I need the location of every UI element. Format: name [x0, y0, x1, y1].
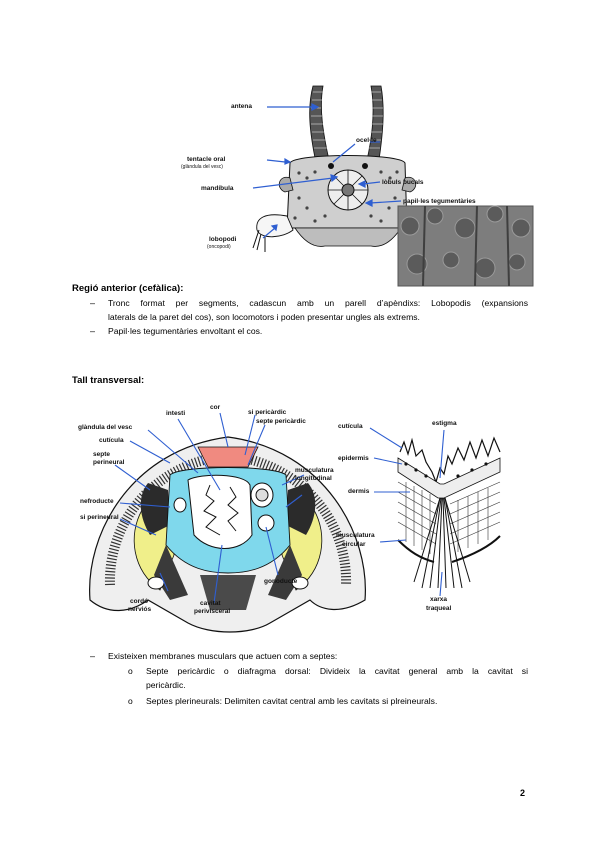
- bullet-tronc-line2: laterals de la paret del cos), son locom…: [108, 312, 420, 322]
- label-intesti: intesti: [166, 410, 186, 417]
- label-cor: cor: [210, 404, 221, 411]
- dash-3: –: [90, 651, 96, 661]
- text-septe-pericardic-line2: pericàrdic.: [146, 680, 186, 690]
- figure-cross-section: intesti cor si pericàrdic septe pericàrd…: [70, 395, 385, 645]
- text-existeixen: Existeixen membranes musculars que actue…: [108, 651, 338, 661]
- text-septe-pericardic-line1: Septe pericàrdic o diafragma dorsal: Div…: [146, 666, 528, 676]
- label-glandula-del-vesc: glàndula del vesc: [78, 424, 133, 431]
- dash-1: –: [90, 298, 96, 308]
- label-si-pericardic: si pericàrdic: [248, 409, 287, 416]
- label-lobopodi-sub: (oncopodi): [207, 244, 231, 250]
- label-septe-perineural-1: septe: [93, 451, 110, 458]
- label-epidermis: epidermis: [338, 455, 369, 462]
- figure-anterior-region: antena ocel·le tentacle oral (glàndula d…: [181, 78, 535, 288]
- heading-tall-transversal: Tall transversal:: [72, 375, 145, 386]
- label-cuticula: cutícula: [99, 437, 124, 444]
- bullet-tronc-line1: Tronc format per segments, cadascun amb …: [108, 298, 528, 308]
- label-nefroducte: nefroducte: [80, 498, 114, 505]
- label-si-perineural: si perineural: [80, 514, 119, 521]
- bullet-papil-les: Papil·les tegumentàries envoltant el cos…: [108, 326, 263, 336]
- bullet-o-1: o: [128, 666, 133, 676]
- label-lobuls-bucals: lòbuls bucals: [382, 179, 424, 186]
- figure-stigma-cuticle: cutícula estigma epidermis dermis muscul…: [336, 412, 530, 642]
- label-cordo-2: nerviós: [128, 606, 152, 613]
- label-tentacle-oral: tentacle oral: [187, 156, 226, 163]
- label-musculatura-2: longitudinal: [295, 475, 332, 482]
- onychophoran-head-drawing: [252, 85, 534, 287]
- dash-2: –: [90, 326, 96, 336]
- label-cavitat-1: cavitat: [200, 600, 221, 607]
- label-musculatura-circular-2: circular: [342, 541, 366, 548]
- label-estigma: estigma: [432, 420, 457, 427]
- label-papil-les: papil·les tegumentàries: [403, 198, 476, 205]
- label-septe-perineural-2: perineural: [93, 459, 125, 466]
- label-dermis: dermis: [348, 488, 370, 495]
- cross-section-drawing: [89, 412, 366, 633]
- label-xarxa-1: xarxa: [430, 596, 447, 603]
- text-septes-plerineurals: Septes plerineurals: Delimiten cavitat c…: [146, 696, 438, 706]
- label-cavitat-2: perivisceral: [194, 608, 231, 615]
- label-gonoducte: gonoducte: [264, 578, 298, 585]
- label-cordo-1: cordó: [130, 598, 149, 605]
- label-tentacle-oral-sub: (glàndula del vesc): [181, 164, 223, 170]
- label-musculatura-circular-1: musculatura: [336, 532, 375, 539]
- bullet-o-2: o: [128, 696, 133, 706]
- label-septe-pericardic: septe pericàrdic: [256, 418, 306, 425]
- heading-regio-anterior: Regió anterior (cefàlica):: [72, 283, 184, 294]
- label-musculatura-1: musculatura: [295, 467, 334, 474]
- label-ocel: ocel·le: [356, 137, 377, 144]
- label-lobopodi: lobopodi: [209, 236, 237, 243]
- stigma-drawing: [369, 427, 501, 597]
- label-xarxa-2: traqueal: [426, 605, 452, 612]
- label-mandibula: mandíbula: [201, 185, 234, 192]
- label-antena: antena: [231, 103, 252, 110]
- page-number: 2: [520, 788, 526, 798]
- label-cuticula-right: cutícula: [338, 423, 363, 430]
